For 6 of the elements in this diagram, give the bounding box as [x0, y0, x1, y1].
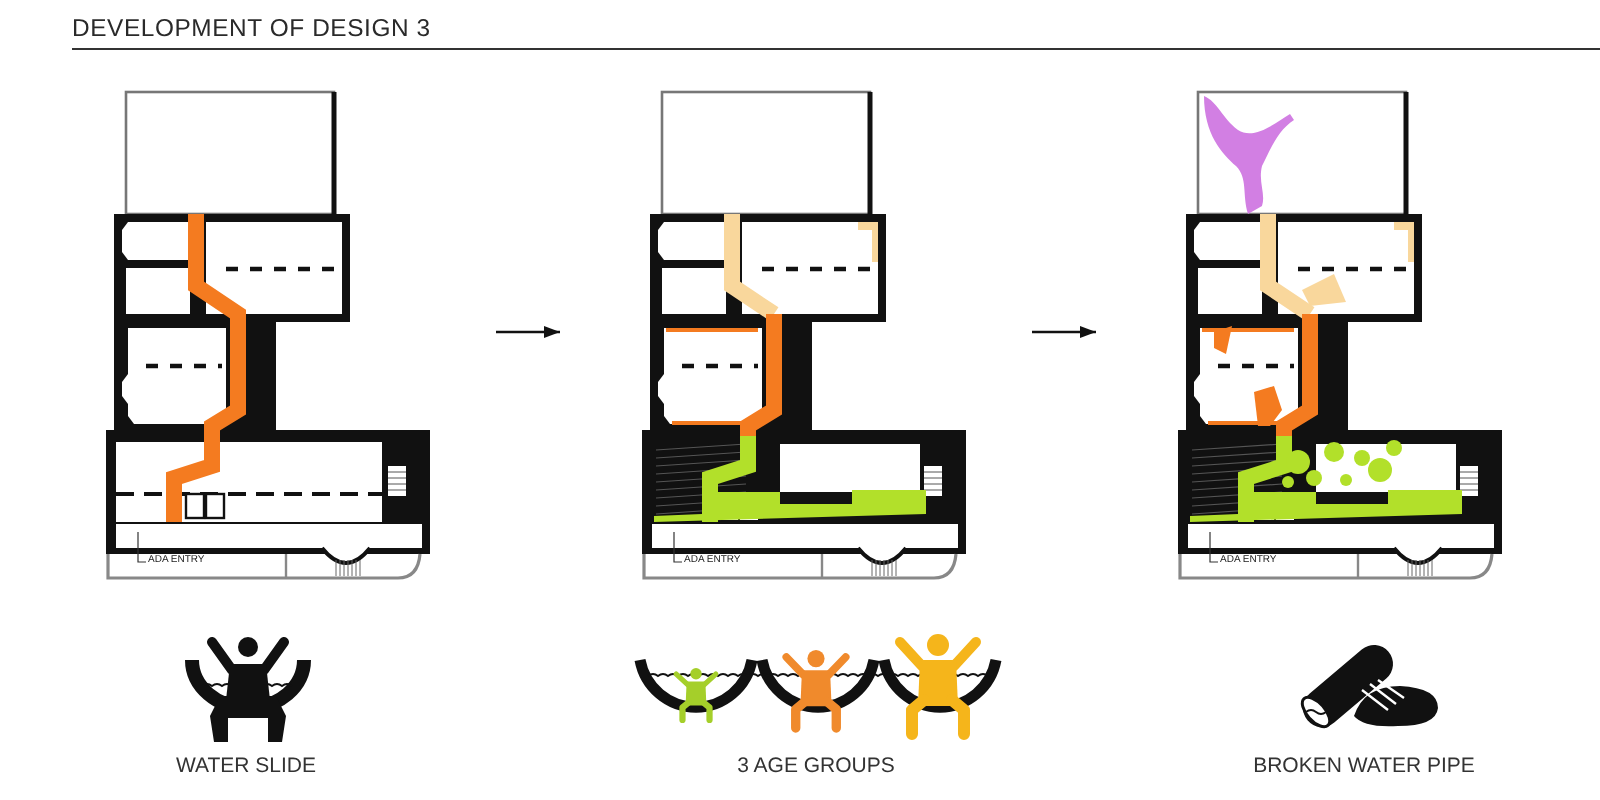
arrow [1032, 326, 1096, 338]
icon-caption: 3 AGE GROUPS [735, 754, 897, 780]
icon-caption: BROKEN WATER PIPE [1251, 754, 1477, 780]
diagram-title: DEVELOPMENT OF DESIGN 3 [72, 14, 431, 42]
arrow [496, 326, 560, 338]
icon-caption: WATER SLIDE [173, 754, 318, 780]
